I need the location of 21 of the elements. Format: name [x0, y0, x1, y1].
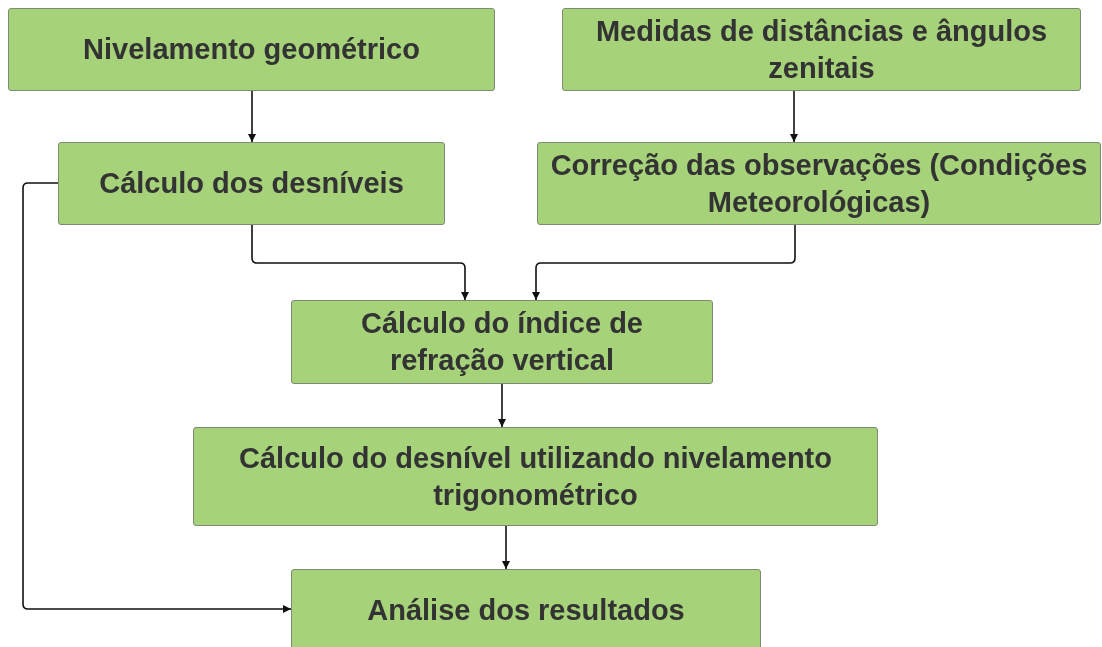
arrow [532, 224, 796, 301]
arrow [502, 525, 510, 570]
process-box [562, 8, 1081, 91]
process-box [291, 569, 761, 647]
box-label: Correção das observações (Condições Meteorológicas) [549, 147, 1089, 220]
process-box [58, 142, 445, 225]
process-box [537, 142, 1101, 225]
arrow [790, 90, 798, 143]
box-label: Cálculo dos desníveis [99, 166, 404, 201]
box-label: Análise dos resultados [367, 592, 685, 628]
arrow [498, 383, 506, 428]
arrow [22, 182, 292, 613]
process-box [8, 8, 495, 91]
arrow [248, 90, 256, 143]
box-label: Cálculo do índice de refração vertical [360, 306, 644, 378]
box-label: Nivelamento geométrico [83, 32, 420, 67]
box-label: Medidas de distâncias e ângulos zenitais [594, 13, 1049, 86]
process-box [193, 427, 878, 526]
arrow [251, 224, 469, 301]
box-label: Cálculo do desnível utilizando nivelamento trigonométrico [238, 440, 833, 513]
process-box [291, 300, 713, 384]
